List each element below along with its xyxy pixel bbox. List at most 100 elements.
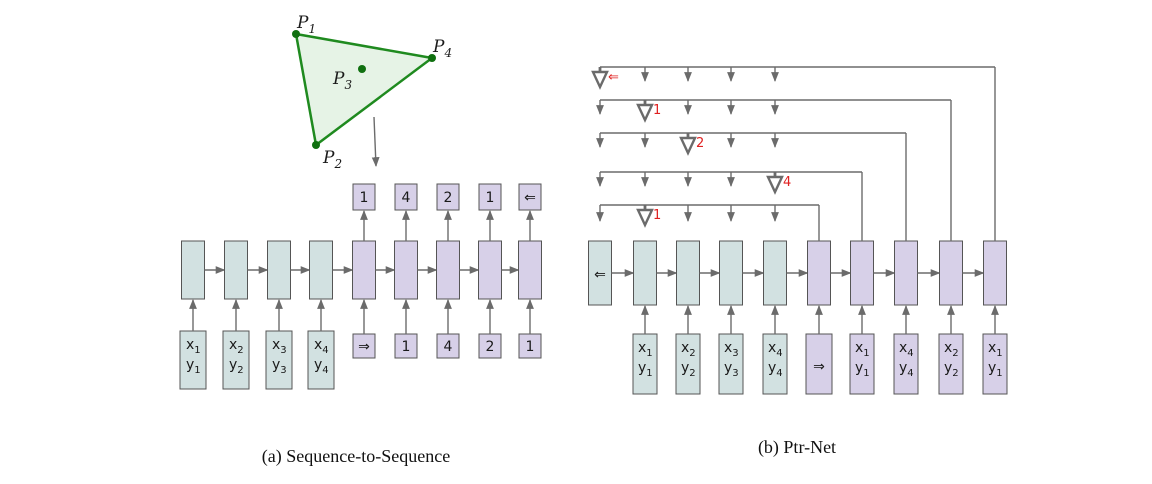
coord-x-label: x2 bbox=[944, 340, 959, 359]
point-p1-label: P1 bbox=[296, 13, 316, 36]
coord-x-label: x2 bbox=[681, 340, 696, 359]
coord-x-label: x2 bbox=[229, 337, 244, 356]
coord-y-sub: 1 bbox=[194, 365, 200, 376]
coord-x: x bbox=[229, 337, 237, 353]
coord-x-sub: 2 bbox=[952, 348, 958, 359]
coord-x-sub: 1 bbox=[646, 348, 652, 359]
coord-y-label: y3 bbox=[272, 357, 287, 376]
point-p4-label: P4 bbox=[432, 37, 452, 60]
coord-y-sub: 4 bbox=[322, 365, 328, 376]
encoder-input-box bbox=[179, 330, 207, 390]
coord-y-label: y2 bbox=[229, 357, 244, 376]
coord-x: x bbox=[724, 340, 732, 356]
decoder-input-label: 1 bbox=[526, 339, 535, 355]
coord-x-sub: 2 bbox=[237, 345, 243, 356]
decoder-output-label: ⇐ bbox=[524, 190, 536, 206]
coord-y-sub: 3 bbox=[732, 368, 738, 379]
polygon-panel: P1 P4 P3 P2 bbox=[292, 13, 452, 171]
coord-y-sub: 4 bbox=[776, 368, 782, 379]
coord-y-sub: 2 bbox=[952, 368, 958, 379]
decoder-input-box bbox=[938, 333, 964, 395]
encoder-cell bbox=[309, 240, 333, 300]
point-p4-dot bbox=[428, 54, 436, 62]
start-cell-label: ⇐ bbox=[594, 267, 606, 283]
pointer-arrowhead bbox=[636, 208, 654, 228]
encoder-input-box bbox=[222, 330, 250, 390]
coord-y: y bbox=[638, 360, 646, 376]
coord-y: y bbox=[229, 357, 237, 373]
encoder-input-box bbox=[675, 333, 701, 395]
coord-x-sub: 3 bbox=[732, 348, 738, 359]
coord-y-sub: 1 bbox=[996, 368, 1002, 379]
encoder-cell bbox=[267, 240, 291, 300]
coord-x-sub: 1 bbox=[863, 348, 869, 359]
decoder-output-box bbox=[394, 183, 418, 211]
coord-y: y bbox=[768, 360, 776, 376]
decoder-input-label: 4 bbox=[444, 339, 453, 355]
coord-y: y bbox=[681, 360, 689, 376]
coord-x-label: x4 bbox=[314, 337, 329, 356]
coord-x: x bbox=[768, 340, 776, 356]
decoder-cell bbox=[850, 240, 874, 306]
coord-y-sub: 1 bbox=[646, 368, 652, 379]
coord-y-sub: 2 bbox=[689, 368, 695, 379]
pointer-label: 1 bbox=[653, 208, 661, 223]
encoder-cell bbox=[763, 240, 787, 306]
coord-y-label: y1 bbox=[638, 360, 653, 379]
pointer-label: 1 bbox=[653, 103, 661, 118]
coord-y-sub: 2 bbox=[237, 365, 243, 376]
coord-y: y bbox=[186, 357, 194, 373]
decoder-output-label: 4 bbox=[402, 190, 411, 206]
coord-x-sub: 1 bbox=[996, 348, 1002, 359]
decoder-cell bbox=[939, 240, 963, 306]
coord-x: x bbox=[314, 337, 322, 353]
decoder-output-label: 2 bbox=[444, 190, 453, 206]
polygon-to-output-arrow bbox=[371, 116, 380, 167]
encoder-input-box bbox=[718, 333, 744, 395]
decoder-input-label: 1 bbox=[402, 339, 411, 355]
encoder-input-box bbox=[307, 330, 335, 390]
pointer-arrowhead bbox=[766, 175, 784, 195]
coord-x: x bbox=[186, 337, 194, 353]
coord-y-label: y4 bbox=[899, 360, 914, 379]
decoder-cell bbox=[807, 240, 831, 306]
decoder-cell bbox=[352, 240, 376, 300]
coord-x: x bbox=[988, 340, 996, 356]
pointer-arrowhead bbox=[636, 103, 654, 123]
decoder-cell bbox=[478, 240, 502, 300]
coord-x-label: x1 bbox=[186, 337, 201, 356]
caption-ptrnet: (b) Ptr-Net bbox=[758, 437, 836, 458]
coord-x: x bbox=[944, 340, 952, 356]
coord-y-label: y1 bbox=[988, 360, 1003, 379]
coord-x-sub: 3 bbox=[280, 345, 286, 356]
coord-x-sub: 4 bbox=[776, 348, 782, 359]
coord-y-label: y1 bbox=[855, 360, 870, 379]
point-p2-label: P2 bbox=[322, 148, 342, 171]
decoder-output-label: 1 bbox=[486, 190, 495, 206]
pointer-arrowhead bbox=[591, 70, 609, 90]
coord-y-label: y4 bbox=[314, 357, 329, 376]
coord-x-label: x1 bbox=[988, 340, 1003, 359]
coord-x-label: x4 bbox=[768, 340, 783, 359]
point-p3-dot bbox=[358, 65, 366, 73]
coord-y: y bbox=[944, 360, 952, 376]
coord-y-label: y2 bbox=[681, 360, 696, 379]
coord-x-sub: 4 bbox=[322, 345, 328, 356]
point-p2-dot bbox=[312, 141, 320, 149]
coord-x-sub: 4 bbox=[907, 348, 913, 359]
decoder-output-label: 1 bbox=[360, 190, 369, 206]
pointer-label: ⇐ bbox=[608, 70, 619, 85]
caption-seq2seq: (a) Sequence-to-Sequence bbox=[262, 446, 450, 467]
point-p1-dot bbox=[292, 30, 300, 38]
